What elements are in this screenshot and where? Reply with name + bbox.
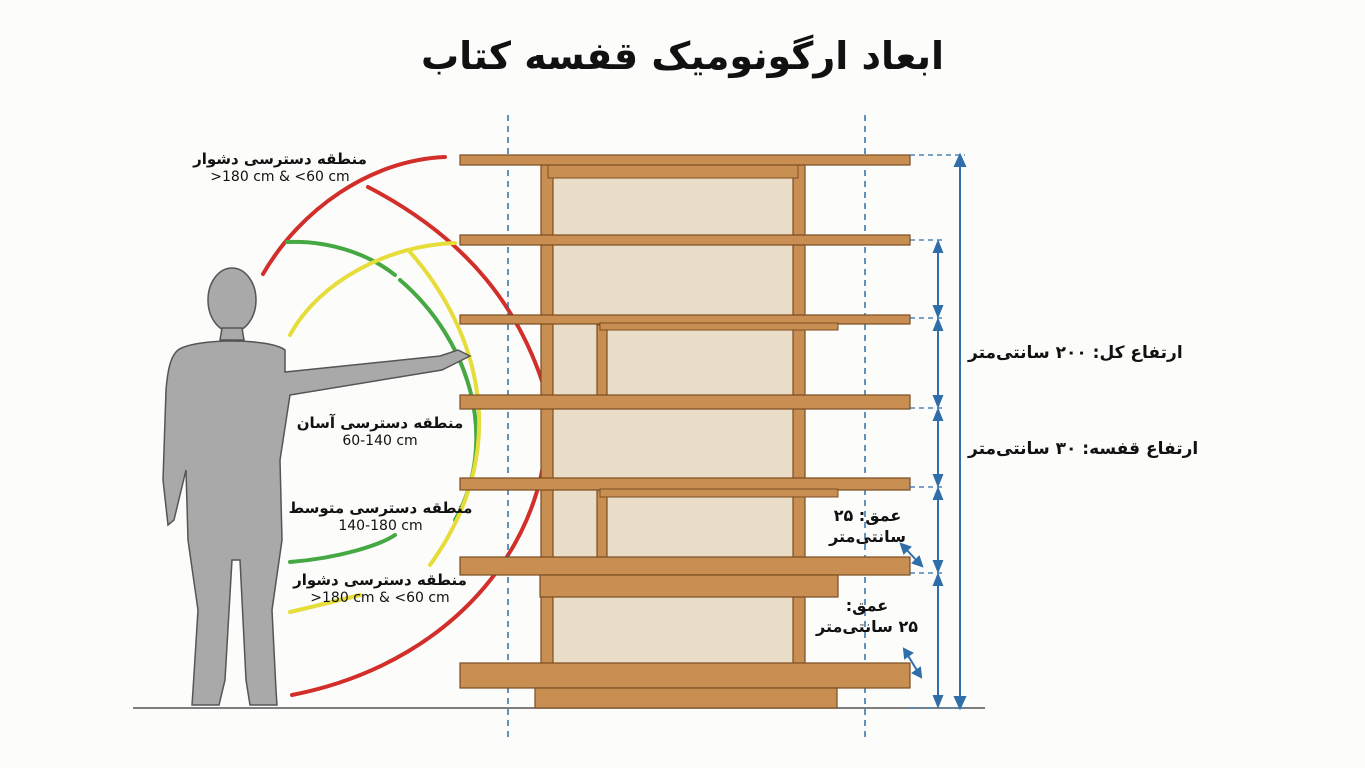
shelf-1 [459, 154, 911, 166]
zone-medium-title: منطقه دسترسی متوسط [288, 499, 473, 517]
plinth [534, 687, 838, 709]
depth-arrow-2 [906, 653, 919, 673]
shelf-2 [459, 234, 911, 246]
shelf-5 [459, 477, 911, 491]
depth-2-line2: ۲۵ سانتی‌متر [816, 616, 918, 636]
depth-2-line1: عمق: [845, 596, 889, 615]
shelf-height-label: ارتفاع قفسه: ۳۰ سانتی‌متر [968, 439, 1199, 459]
zone-difficult-bottom-title: منطقه دسترسی دشوار [293, 571, 467, 589]
bookshelf [459, 154, 911, 709]
top-rail [547, 163, 799, 179]
arc-difficult-outer-2 [366, 185, 547, 392]
arc-easy-lower [288, 533, 397, 564]
arc-medium-lower [288, 593, 362, 614]
depth-label-2: عمق: ۲۵ سانتی‌متر [812, 596, 922, 638]
zone-easy-title: منطقه دسترسی آسان [296, 414, 464, 432]
zone-label-easy: منطقه دسترسی آسان 60-140 cm [290, 414, 470, 450]
depth-1-line1: عمق: ۲۵ [833, 506, 902, 525]
shelf-4 [459, 394, 911, 410]
zone-difficult-top-title: منطقه دسترسی دشوار [193, 150, 367, 168]
zone-difficult-bottom-range: >180 cm & <60 cm [310, 589, 450, 606]
total-height-label: ارتفاع کل: ۲۰۰ سانتی‌متر [968, 343, 1183, 363]
divider-lower [596, 489, 608, 563]
zone-label-difficult-bottom: منطقه دسترسی دشوار >180 cm & <60 cm [285, 571, 475, 607]
depth-label-1: عمق: ۲۵ سانتی‌متر [820, 506, 915, 548]
zone-difficult-top-range: >180 cm & <60 cm [210, 168, 350, 185]
shelf-3-lip [599, 322, 839, 331]
reach-arcs [261, 155, 549, 697]
arc-medium-right [408, 250, 482, 567]
depth-1-line2: سانتی‌متر [829, 526, 906, 546]
divider-upper [596, 324, 608, 398]
drawer-front [539, 574, 839, 598]
zone-medium-range: 140-180 cm [338, 517, 423, 534]
arc-difficult-outer [261, 155, 447, 276]
shelf-5-lip [599, 488, 839, 498]
arc-medium [288, 241, 457, 337]
shelf-6 [459, 556, 911, 576]
zone-label-medium: منطقه دسترسی متوسط 140-180 cm [288, 499, 473, 535]
human-figure [162, 267, 472, 706]
arc-easy-upper [285, 239, 397, 277]
dimension-lines [899, 152, 967, 711]
zone-easy-range: 60-140 cm [342, 432, 418, 449]
page-title: ابعاد ارگونومیک قفسه کتاب [420, 34, 945, 78]
shelf-bottom [459, 662, 911, 689]
zone-label-difficult-top: منطقه دسترسی دشوار >180 cm & <60 cm [185, 150, 375, 186]
back-panel [547, 169, 799, 679]
